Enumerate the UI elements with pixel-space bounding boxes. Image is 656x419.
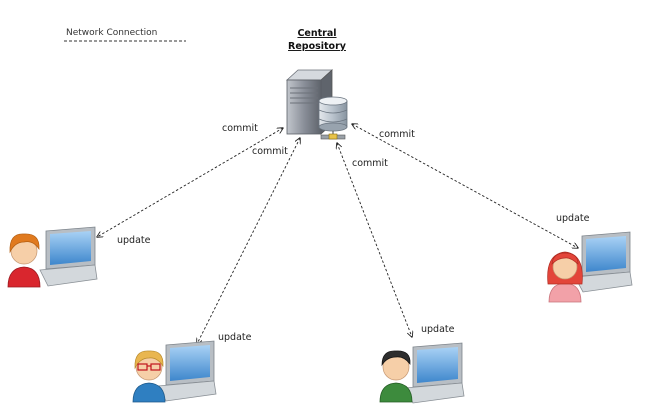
update-label-2: update xyxy=(218,332,252,343)
laptop-icon xyxy=(404,342,465,404)
user-avatar-icon xyxy=(379,350,413,403)
connections xyxy=(97,124,578,344)
edge-labels: commit commit commit commit update updat… xyxy=(117,123,590,343)
glasses-icon xyxy=(137,363,148,371)
update-label-4: update xyxy=(556,213,590,224)
user-avatar-icon xyxy=(547,251,583,303)
user-4-workstation xyxy=(547,231,633,303)
user-2-workstation xyxy=(132,340,217,403)
update-label-1: update xyxy=(117,235,151,246)
connection-user-2 xyxy=(197,138,300,344)
user-avatar-icon xyxy=(132,350,166,403)
user-1-workstation xyxy=(7,226,98,288)
user-3-workstation xyxy=(379,342,465,404)
update-label-3: update xyxy=(421,324,455,335)
repository-title-line1: Central xyxy=(297,28,336,39)
legend: Network Connection xyxy=(64,28,186,42)
laptop-icon xyxy=(39,226,98,287)
connection-user-3 xyxy=(337,143,412,337)
repository-title: Central Repository xyxy=(288,28,347,52)
commit-label-1: commit xyxy=(222,123,258,134)
database-icon xyxy=(318,96,348,140)
laptop-icon xyxy=(574,231,633,293)
commit-label-2: commit xyxy=(252,146,288,157)
connection-user-1 xyxy=(97,128,283,237)
commit-label-3: commit xyxy=(352,158,388,169)
legend-label: Network Connection xyxy=(66,28,157,38)
connection-user-4 xyxy=(352,124,578,248)
repository-title-line2: Repository xyxy=(288,41,347,52)
user-avatar-icon xyxy=(7,233,41,288)
commit-label-4: commit xyxy=(379,129,415,140)
laptop-icon xyxy=(157,340,217,402)
